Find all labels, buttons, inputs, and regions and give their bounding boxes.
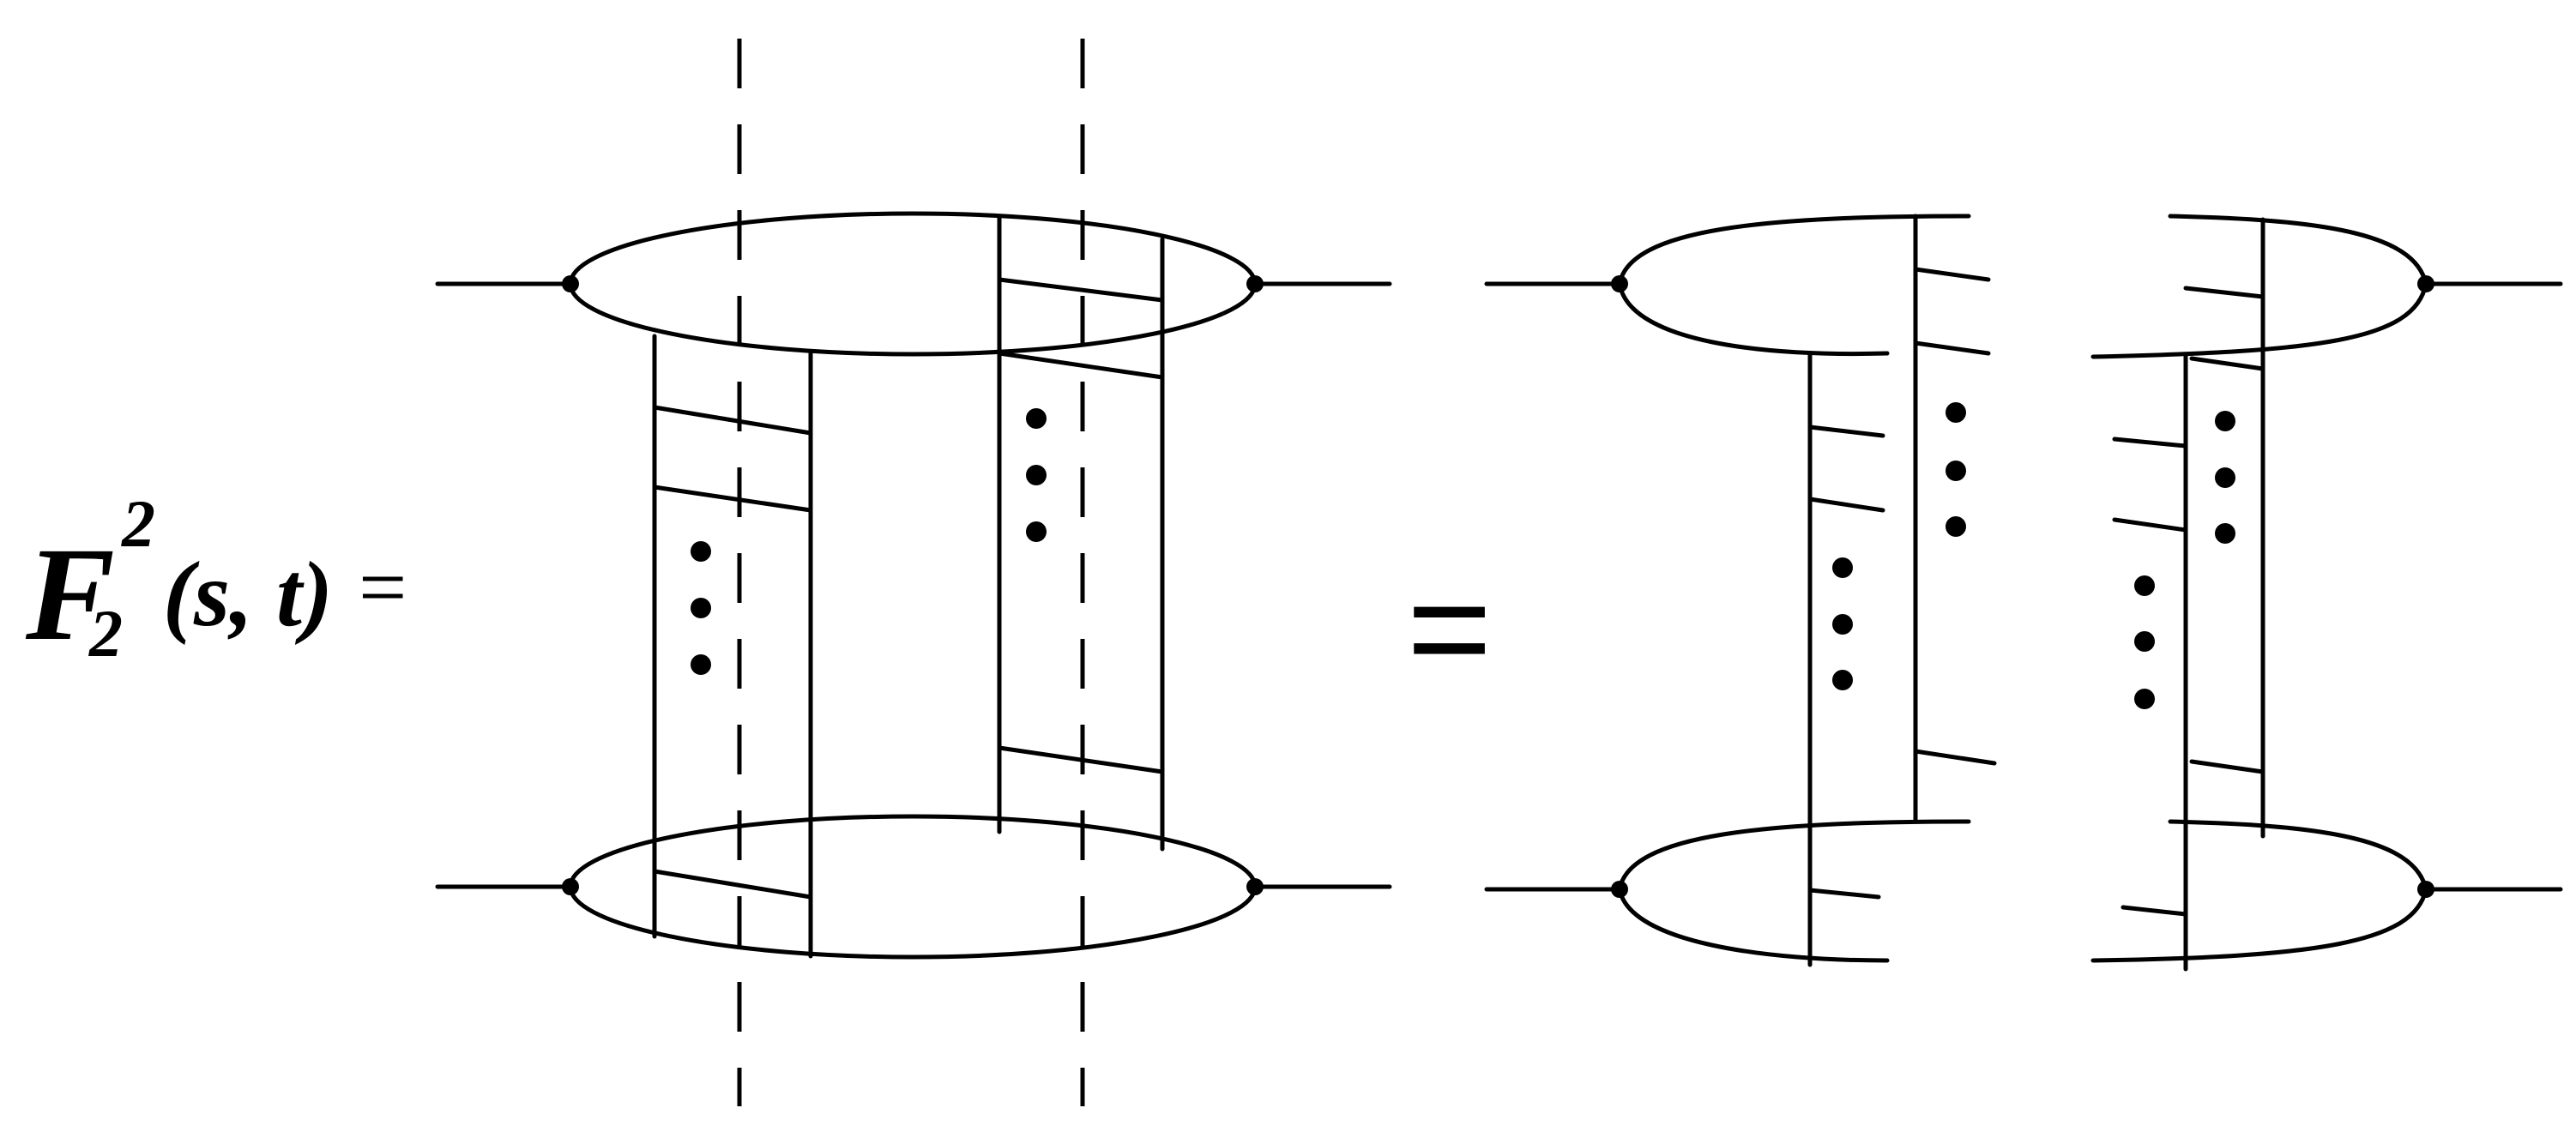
left-ladder-rung [652, 405, 813, 436]
ellipsis-dot [1832, 614, 1853, 635]
left-top-blob [568, 211, 1258, 357]
ellipsis-dot [1946, 461, 1966, 481]
formula-equals-sign: = [359, 539, 407, 635]
formula-function-letter: F [26, 520, 116, 668]
half1-top-blob [1617, 214, 1971, 357]
left-ladder-rung [652, 869, 813, 900]
ellipsis-dot [691, 654, 711, 675]
ellipsis-dot [2134, 689, 2155, 709]
half1-ladder-b-rung [1913, 267, 1991, 282]
half2-ladder-c-rung [2189, 759, 2265, 774]
half1-bottom-blob [1617, 819, 1971, 963]
ellipsis-dot [691, 541, 711, 562]
half1-ladder-a-rung [1807, 424, 1885, 438]
half2-ladder-d-rung [2112, 517, 2188, 533]
half1-ladder-b-rung [1913, 340, 1991, 356]
half2-ladder-c-rung [2183, 286, 2265, 299]
cut-diagram-left-half [1484, 214, 1997, 967]
ellipsis-dot [1026, 408, 1047, 429]
half1-ladder-b-rung [1913, 749, 1997, 766]
ellipsis-dot [1026, 521, 1047, 542]
formula-superscript: 2 [122, 486, 155, 561]
half2-ladder-d-rung [2121, 905, 2188, 917]
half1-ladder-a-rung [1807, 497, 1885, 513]
half2-ladder-c-rung [2189, 356, 2265, 371]
left-diagram [435, 39, 1392, 1106]
ellipsis-dot [2215, 411, 2235, 431]
cut-diagram-right-half [2090, 214, 2563, 972]
ellipsis-dot [1832, 557, 1853, 578]
left-bottom-blob [568, 814, 1258, 960]
half2-bottom-blob [2090, 819, 2428, 963]
right-ladder-rung [997, 351, 1165, 380]
ellipsis-dot [1832, 670, 1853, 690]
right-ladder-rung [997, 277, 1165, 303]
formula-arguments: (s, t) [163, 544, 333, 646]
half2-ladder-d-rung [2112, 437, 2188, 449]
formula-subscript: 2 [89, 596, 123, 671]
half2-top-blob [2090, 214, 2428, 359]
ellipsis-dot [1946, 402, 1966, 423]
half1-ladder-a-rung [1807, 888, 1881, 900]
middle-equals-sign: = [1407, 547, 1493, 710]
ellipsis-dot [1946, 516, 1966, 537]
ellipsis-dot [2134, 631, 2155, 652]
ellipsis-dot [2215, 467, 2235, 488]
left-ladder-rung [652, 485, 813, 513]
ellipsis-dot [691, 598, 711, 618]
ellipsis-dot [1026, 465, 1047, 485]
ellipsis-dot [2134, 575, 2155, 596]
ellipsis-dot [2215, 523, 2235, 544]
